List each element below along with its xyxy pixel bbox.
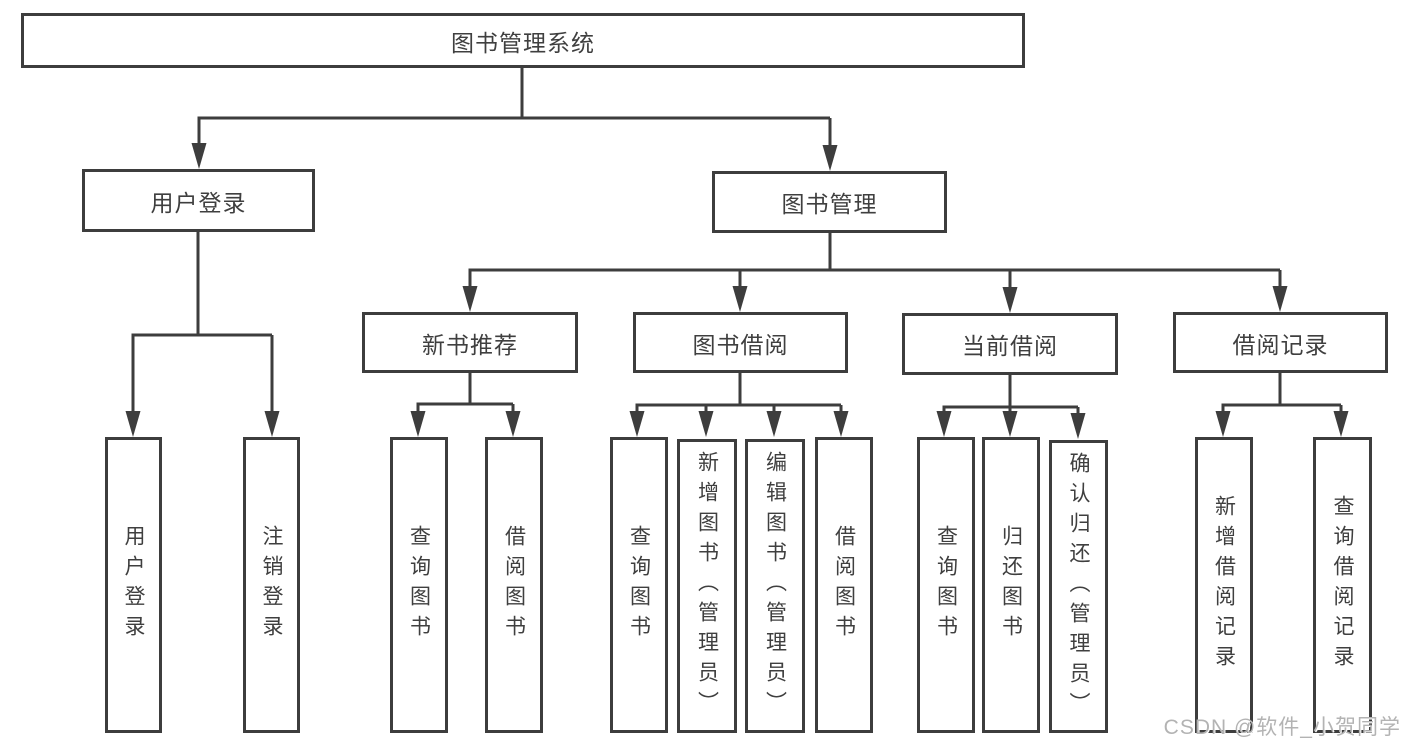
node-book-borrow: 图书借阅 — [633, 312, 848, 373]
leaf-query-books-borrow-label: 查询图书 — [627, 525, 651, 645]
node-current-borrow: 当前借阅 — [902, 313, 1118, 375]
leaf-edit-books-admin: 编辑图书（管理员） — [745, 439, 805, 733]
leaf-add-books-admin-label: 新增图书（管理员） — [695, 451, 719, 721]
leaf-return-books: 归还图书 — [982, 437, 1040, 733]
leaf-logout: 注销登录 — [243, 437, 300, 733]
leaf-add-books-admin: 新增图书（管理员） — [677, 439, 737, 733]
leaf-user-login: 用户登录 — [105, 437, 162, 733]
csdn-watermark: CSDN @软件_小贺同学 — [1163, 716, 1401, 739]
node-library-system: 图书管理系统 — [21, 13, 1025, 68]
leaf-add-borrow-record-label: 新增借阅记录 — [1212, 495, 1236, 675]
node-user-login: 用户登录 — [82, 169, 315, 232]
node-borrow-records: 借阅记录 — [1173, 312, 1388, 373]
leaf-edit-books-admin-label: 编辑图书（管理员） — [763, 451, 787, 721]
leaf-query-books-recommend: 查询图书 — [390, 437, 448, 733]
leaf-query-books-borrow: 查询图书 — [610, 437, 668, 733]
node-new-book-recommend: 新书推荐 — [362, 312, 578, 373]
leaf-query-borrow-record-label: 查询借阅记录 — [1331, 495, 1354, 675]
arrowhead-icons — [125, 143, 1349, 439]
leaf-user-login-label: 用户登录 — [122, 525, 145, 645]
leaf-borrow-books-recommend: 借阅图书 — [485, 437, 543, 733]
node-book-borrow-label: 图书借阅 — [692, 331, 789, 358]
leaf-query-borrow-record: 查询借阅记录 — [1313, 437, 1372, 733]
leaf-query-books-current-label: 查询图书 — [934, 525, 958, 645]
node-book-management: 图书管理 — [712, 171, 947, 233]
leaf-borrow-books-label: 借阅图书 — [832, 525, 856, 645]
leaf-borrow-books: 借阅图书 — [815, 437, 873, 733]
node-current-borrow-label: 当前借阅 — [962, 333, 1058, 359]
node-user-login-label: 用户登录 — [150, 189, 247, 216]
node-new-book-recommend-label: 新书推荐 — [422, 331, 518, 358]
node-borrow-records-label: 借阅记录 — [1232, 331, 1329, 358]
leaf-query-books-recommend-label: 查询图书 — [407, 525, 431, 645]
leaf-add-borrow-record: 新增借阅记录 — [1195, 437, 1253, 733]
leaf-return-books-label: 归还图书 — [999, 525, 1023, 645]
leaf-query-books-current: 查询图书 — [917, 437, 975, 733]
leaf-confirm-return-admin-label: 确认归还（管理员） — [1067, 451, 1090, 722]
leaf-borrow-books-recommend-label: 借阅图书 — [502, 525, 526, 645]
leaf-logout-label: 注销登录 — [260, 525, 283, 645]
leaf-confirm-return-admin: 确认归还（管理员） — [1049, 440, 1108, 733]
node-library-system-label: 图书管理系统 — [451, 29, 595, 56]
node-book-management-label: 图书管理 — [781, 191, 878, 217]
